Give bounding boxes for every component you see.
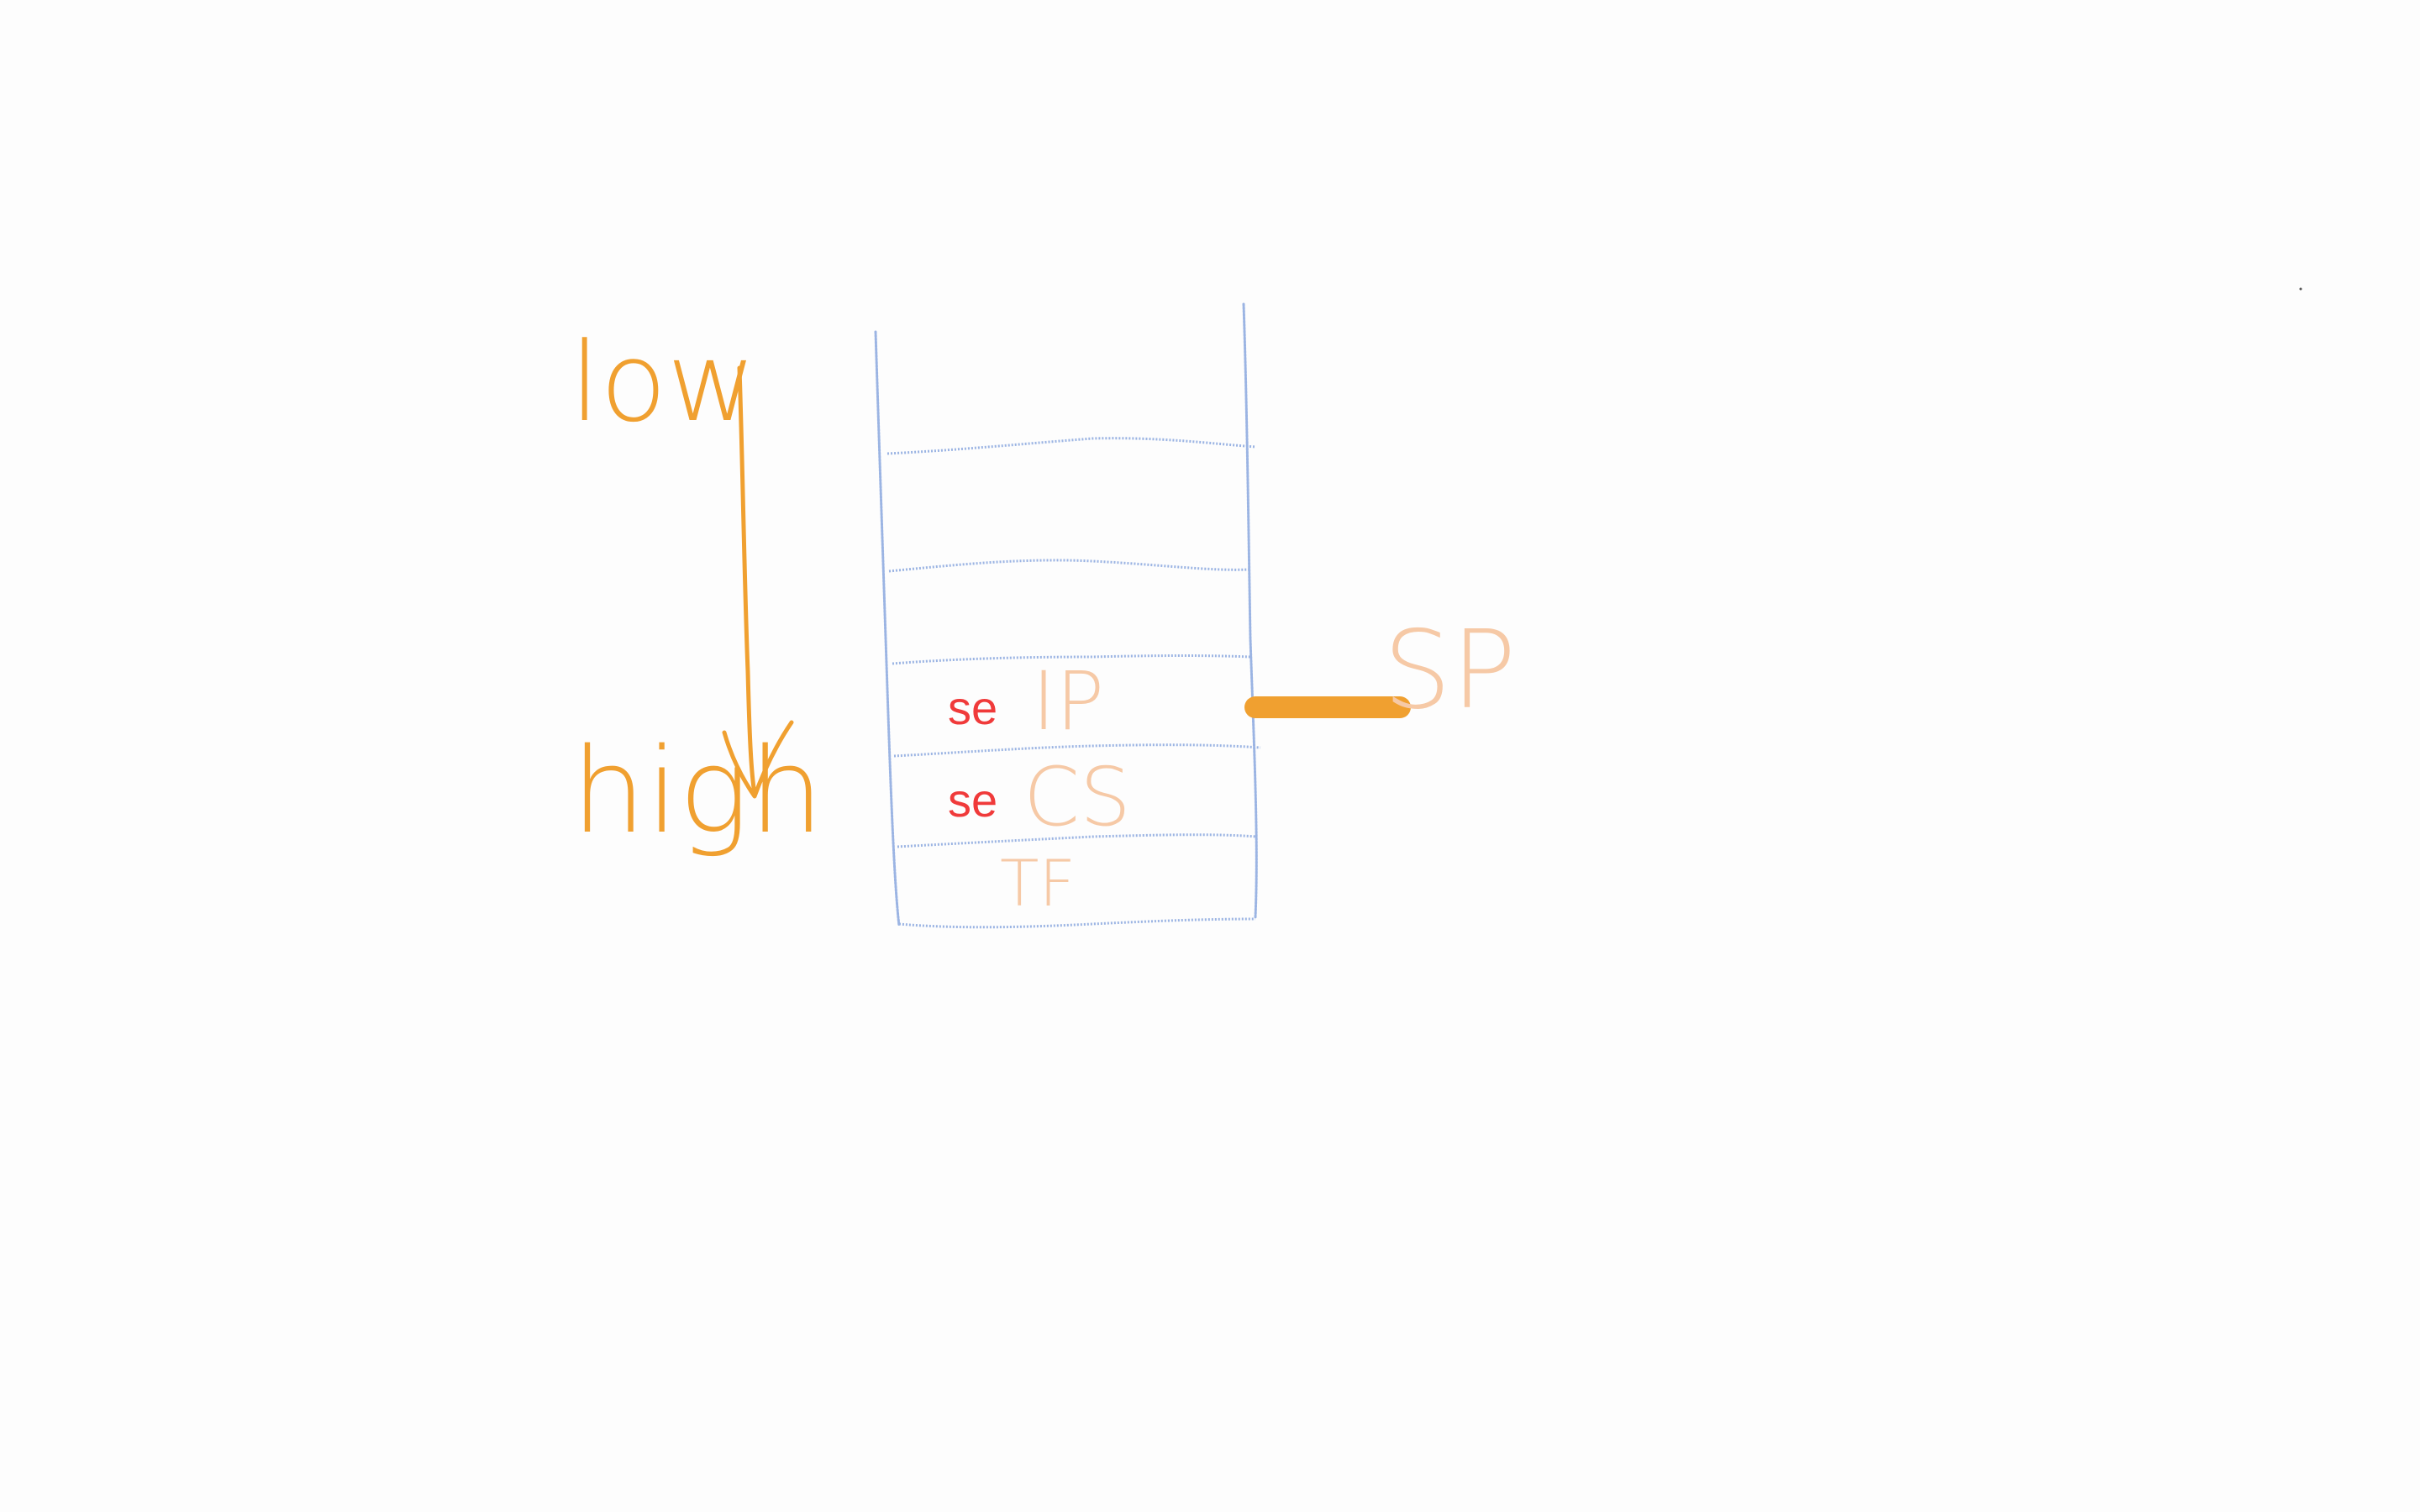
arrow-head bbox=[722, 720, 794, 799]
stack-diagram: se IP se CS TF bbox=[874, 302, 1261, 929]
slot-4-typed-label: se bbox=[948, 774, 997, 827]
stack-divider-2 bbox=[888, 559, 1249, 573]
stack-divider-4 bbox=[893, 743, 1261, 758]
down-arrow-icon bbox=[722, 365, 794, 799]
slot-3-typed-label: se bbox=[948, 681, 997, 734]
arrow-shaft bbox=[737, 365, 757, 796]
slot-4-written-label: CS bbox=[1023, 750, 1131, 844]
address-direction: low high bbox=[570, 318, 823, 860]
stack-right-wall bbox=[1242, 302, 1258, 919]
stack-divider-3 bbox=[892, 654, 1251, 665]
stack-bottom bbox=[898, 917, 1256, 929]
high-label: high bbox=[571, 723, 823, 860]
low-label: low bbox=[570, 318, 756, 446]
stack-pointer-label: SP bbox=[1383, 608, 1516, 733]
stack-pointer: SP bbox=[1244, 608, 1516, 733]
stray-dot bbox=[2299, 287, 2302, 291]
stack-divider-5 bbox=[897, 833, 1258, 848]
slot-3-written-label: IP bbox=[1032, 654, 1104, 748]
stack-divider-1 bbox=[886, 437, 1256, 455]
stack-left-wall bbox=[874, 330, 901, 927]
slot-5-written-label: TF bbox=[1000, 846, 1076, 921]
